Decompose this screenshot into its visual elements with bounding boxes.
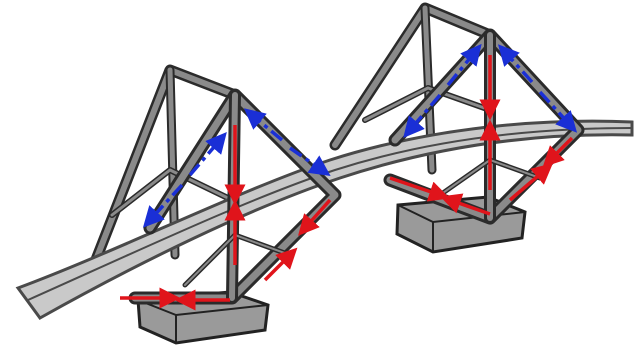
bridge-diagram	[0, 0, 642, 364]
bridge-illustration	[0, 0, 642, 364]
